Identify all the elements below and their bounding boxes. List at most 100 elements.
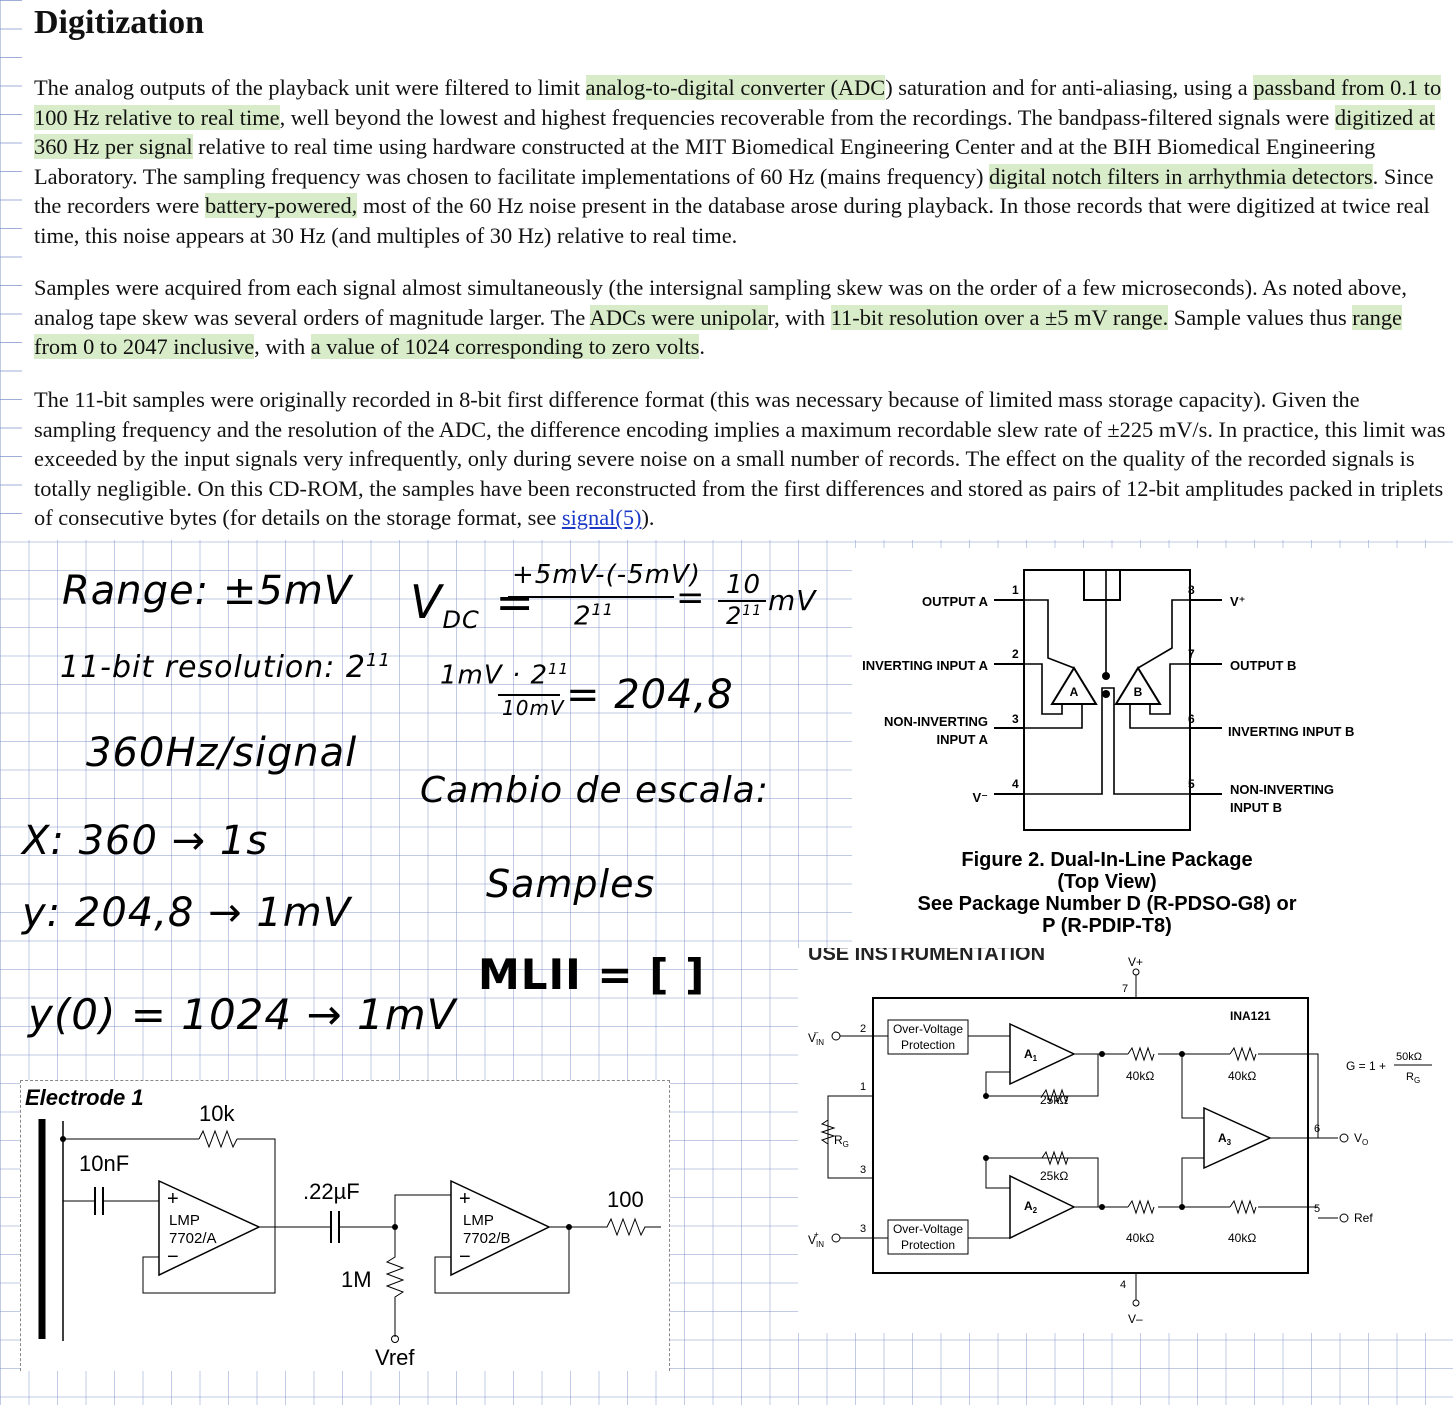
paragraph-3: The 11-bit samples were originally recor… — [34, 385, 1446, 533]
note-text: 1mV · 2 — [440, 660, 548, 691]
resistor-100-icon — [569, 1217, 661, 1237]
note-rate: 360Hz/signal — [86, 730, 358, 776]
chip-outline — [872, 997, 1309, 1274]
text: ). — [641, 505, 655, 531]
feedback-wire — [434, 1226, 570, 1294]
highlight: 11-bit resolution over a ±5 mV range. — [830, 304, 1169, 330]
note-calc-a: 1mV · 211 — [440, 660, 569, 691]
fraction-bar — [718, 600, 766, 602]
label-v-plus: V⁺ — [1230, 594, 1246, 609]
terminal — [831, 1031, 841, 1041]
caption-line-2: (Top View) — [1057, 871, 1156, 893]
note-range: Range: ±5mV — [62, 568, 353, 614]
r-40k-d: 40kΩ — [1228, 1231, 1256, 1245]
electrode-title: Electrode 1 — [25, 1085, 144, 1110]
ovp-label-1: Over-Voltage — [893, 1222, 963, 1236]
note-vdc-denominator: 211 — [574, 600, 614, 632]
a2-label: A2 — [1024, 1199, 1038, 1215]
a3-label: A3 — [1218, 1131, 1232, 1147]
caption-line-3: See Package Number D (R-PDSO-G8) or — [918, 893, 1297, 915]
wire — [394, 1194, 451, 1227]
internal-wiring — [1024, 570, 1190, 795]
r3-label: 100 — [607, 1187, 644, 1212]
pin-leads — [994, 599, 1222, 795]
vin-plus-label: VIN+ — [808, 1230, 824, 1249]
ref-label: Ref — [1354, 1211, 1373, 1225]
resistor-values: 40kΩ 40kΩ 40kΩ 40kΩ 25kΩ 25kΩ — [1040, 1069, 1256, 1245]
note-scale-change: Cambio de escala: — [420, 770, 769, 811]
terminal — [391, 1335, 399, 1343]
fraction-bar — [498, 694, 560, 696]
r-25k-a: 25kΩ — [1040, 1093, 1068, 1107]
amp-a-label: A — [1070, 685, 1079, 699]
pin-numbers: 1 2 3 4 5 6 7 8 — [1012, 583, 1195, 791]
rg-label: RG — [834, 1133, 849, 1149]
minus-sign: − — [459, 1246, 471, 1268]
caption-line-4: P (R-PDIP-T8) — [1042, 915, 1172, 937]
exponent: 11 — [591, 600, 614, 619]
note-text: 11-bit resolution: 2 — [60, 650, 366, 685]
note-text: V — [410, 575, 443, 629]
pin-6: 6 — [1188, 712, 1195, 726]
cut-off-title: USE INSTRUMENTATION — [808, 948, 1045, 965]
vo-label: VO — [1354, 1131, 1368, 1147]
pin-7: 7 — [1122, 983, 1128, 995]
pin-1: 1 — [1012, 583, 1019, 597]
text: The analog outputs of the playback unit … — [34, 75, 586, 100]
opamp-a-label-2: 7702/A — [169, 1230, 217, 1247]
margin-rule — [0, 0, 23, 540]
minus-sign: − — [167, 1246, 179, 1268]
opamp-b-triangle — [450, 1179, 551, 1277]
text: , with — [254, 334, 311, 360]
junction-dot — [1102, 690, 1110, 698]
note-x-scale: X: 360 → 1s — [22, 818, 269, 864]
note-vdc-numerator: +5mV-(-5mV) — [512, 560, 701, 590]
note-rhs-denominator: 211 — [726, 602, 762, 630]
label-inverting-input-b: INVERTING INPUT B — [1228, 724, 1354, 739]
highlight: digital notch filters in arrhythmia dete… — [989, 163, 1373, 189]
note-text: 2 — [574, 601, 592, 632]
junction-dot — [1102, 672, 1110, 680]
c1-label: 10nF — [79, 1151, 129, 1176]
note-rhs-numerator: 10 — [726, 570, 762, 600]
junction-dots — [983, 1051, 1185, 1210]
label-output-b: OUTPUT B — [1230, 658, 1296, 673]
fraction-bar — [508, 596, 674, 598]
pin-8: 3 — [860, 1164, 866, 1176]
rg-wire — [827, 1095, 873, 1179]
note-text: 2 — [726, 602, 743, 630]
package-body — [1023, 569, 1191, 831]
terminal — [831, 1233, 841, 1243]
r-40k-c: 40kΩ — [1126, 1231, 1154, 1245]
electrode-circuit-figure: Electrode 1 10k 10nF + − LMP 7702/A .22µ… — [20, 1080, 670, 1371]
note-calc-result: = 204,8 — [566, 672, 734, 718]
ovp-label-2: Protection — [901, 1038, 955, 1052]
ovp-box-top — [887, 1019, 969, 1055]
terminal — [1339, 1133, 1349, 1143]
terminal — [1339, 1213, 1349, 1223]
text: ) saturation and for anti-aliasing, usin… — [885, 75, 1254, 100]
r2-label: 1M — [341, 1267, 372, 1292]
text: , well beyond the lowest and highest fre… — [279, 104, 1335, 130]
ina121-figure: USE INSTRUMENTATION INA121 V+ 7 4 V– VIN… — [798, 948, 1453, 1333]
pin-7: 7 — [1188, 647, 1195, 661]
signal-5-link[interactable]: signal(5) — [561, 505, 642, 531]
figure-caption: Figure 2. Dual-In-Line Package (Top View… — [918, 849, 1297, 937]
terminal — [1132, 968, 1140, 976]
plus-sign: + — [459, 1188, 471, 1210]
label-noninverting-b-2: INPUT B — [1230, 800, 1282, 815]
resistor-10k-icon — [198, 1129, 238, 1149]
highlight: ADCs were unipola — [589, 304, 768, 330]
note-y0: y(0) = 1024 → 1mV — [28, 990, 457, 1039]
r1-label: 10k — [199, 1101, 235, 1126]
pin-5: 5 — [1314, 1203, 1320, 1215]
highlight: battery-powered, — [204, 193, 358, 219]
text: Sample values thus — [1168, 304, 1353, 330]
document-text-section: Digitization The analog outputs of the p… — [22, 0, 1453, 540]
feedback-wire — [142, 1226, 276, 1294]
note-calc-den: 10mV — [502, 696, 565, 720]
paragraph-1: The analog outputs of the playback unit … — [34, 73, 1446, 251]
pin-6: 6 — [1314, 1123, 1320, 1135]
vin-minus-label: VIN– — [808, 1028, 824, 1047]
label-noninverting-b: NON-INVERTING — [1230, 782, 1334, 797]
